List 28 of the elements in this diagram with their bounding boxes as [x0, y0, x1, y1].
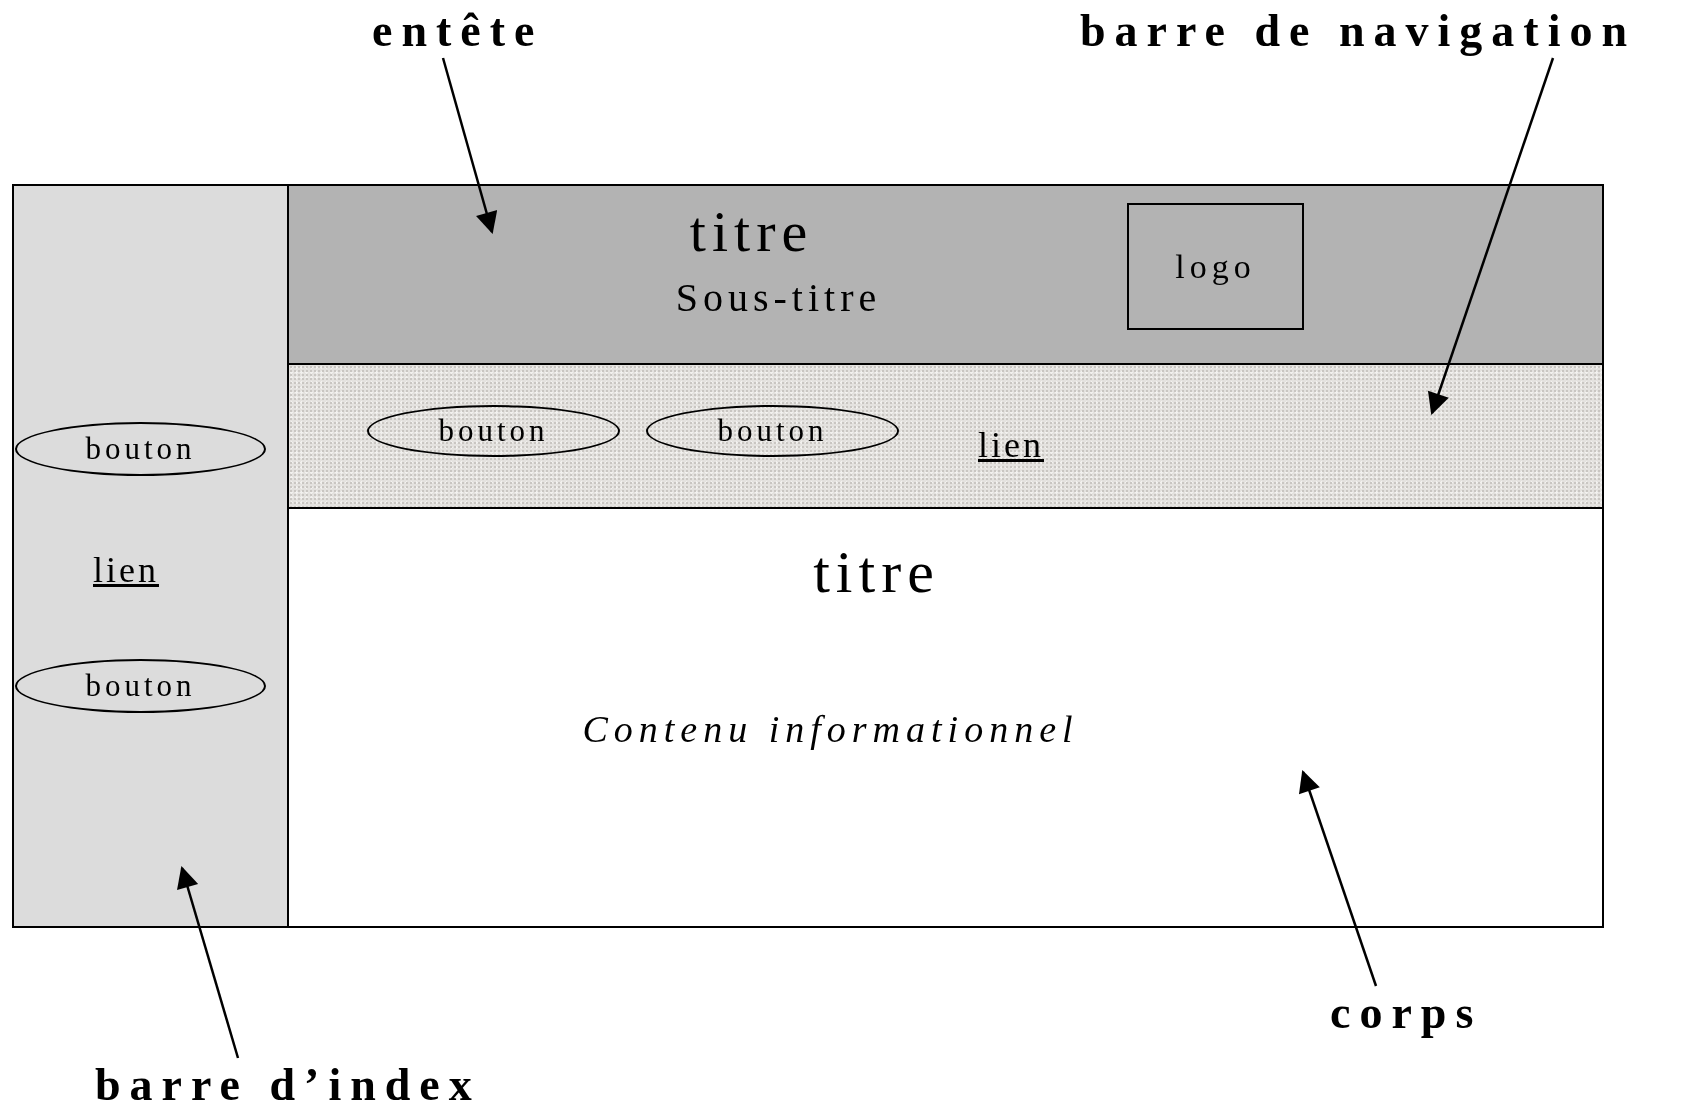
button-text: bouton — [438, 413, 549, 449]
annotation-label: corps — [1330, 990, 1483, 1036]
header-band — [287, 184, 1604, 365]
content-area — [287, 507, 1604, 928]
button-text: bouton — [85, 668, 196, 704]
arrow — [441, 57, 498, 235]
link-text: lien — [978, 427, 1044, 463]
body-text: Contenu informationnel — [582, 709, 1079, 751]
placeholder-text: logo — [1175, 247, 1256, 286]
sidebar-panel — [12, 184, 289, 928]
oval-button — [15, 659, 266, 713]
heading: titre — [689, 200, 814, 264]
link-text: lien — [93, 552, 159, 588]
placeholder-box — [1127, 203, 1304, 330]
oval-button — [15, 422, 266, 476]
arrow — [1299, 769, 1378, 987]
arrow — [1428, 57, 1555, 416]
annotation-label: entête — [372, 8, 544, 54]
button-text: bouton — [717, 413, 828, 449]
button-text: bouton — [85, 431, 196, 467]
annotation-label: barre de navigation — [1080, 8, 1637, 54]
arrow — [177, 865, 240, 1059]
subheading: Sous-titre — [675, 276, 882, 320]
heading: titre — [813, 539, 940, 605]
navigation-bar — [287, 363, 1604, 509]
oval-button — [646, 405, 899, 457]
annotation-label: barre d’index — [95, 1062, 481, 1107]
oval-button — [367, 405, 620, 457]
